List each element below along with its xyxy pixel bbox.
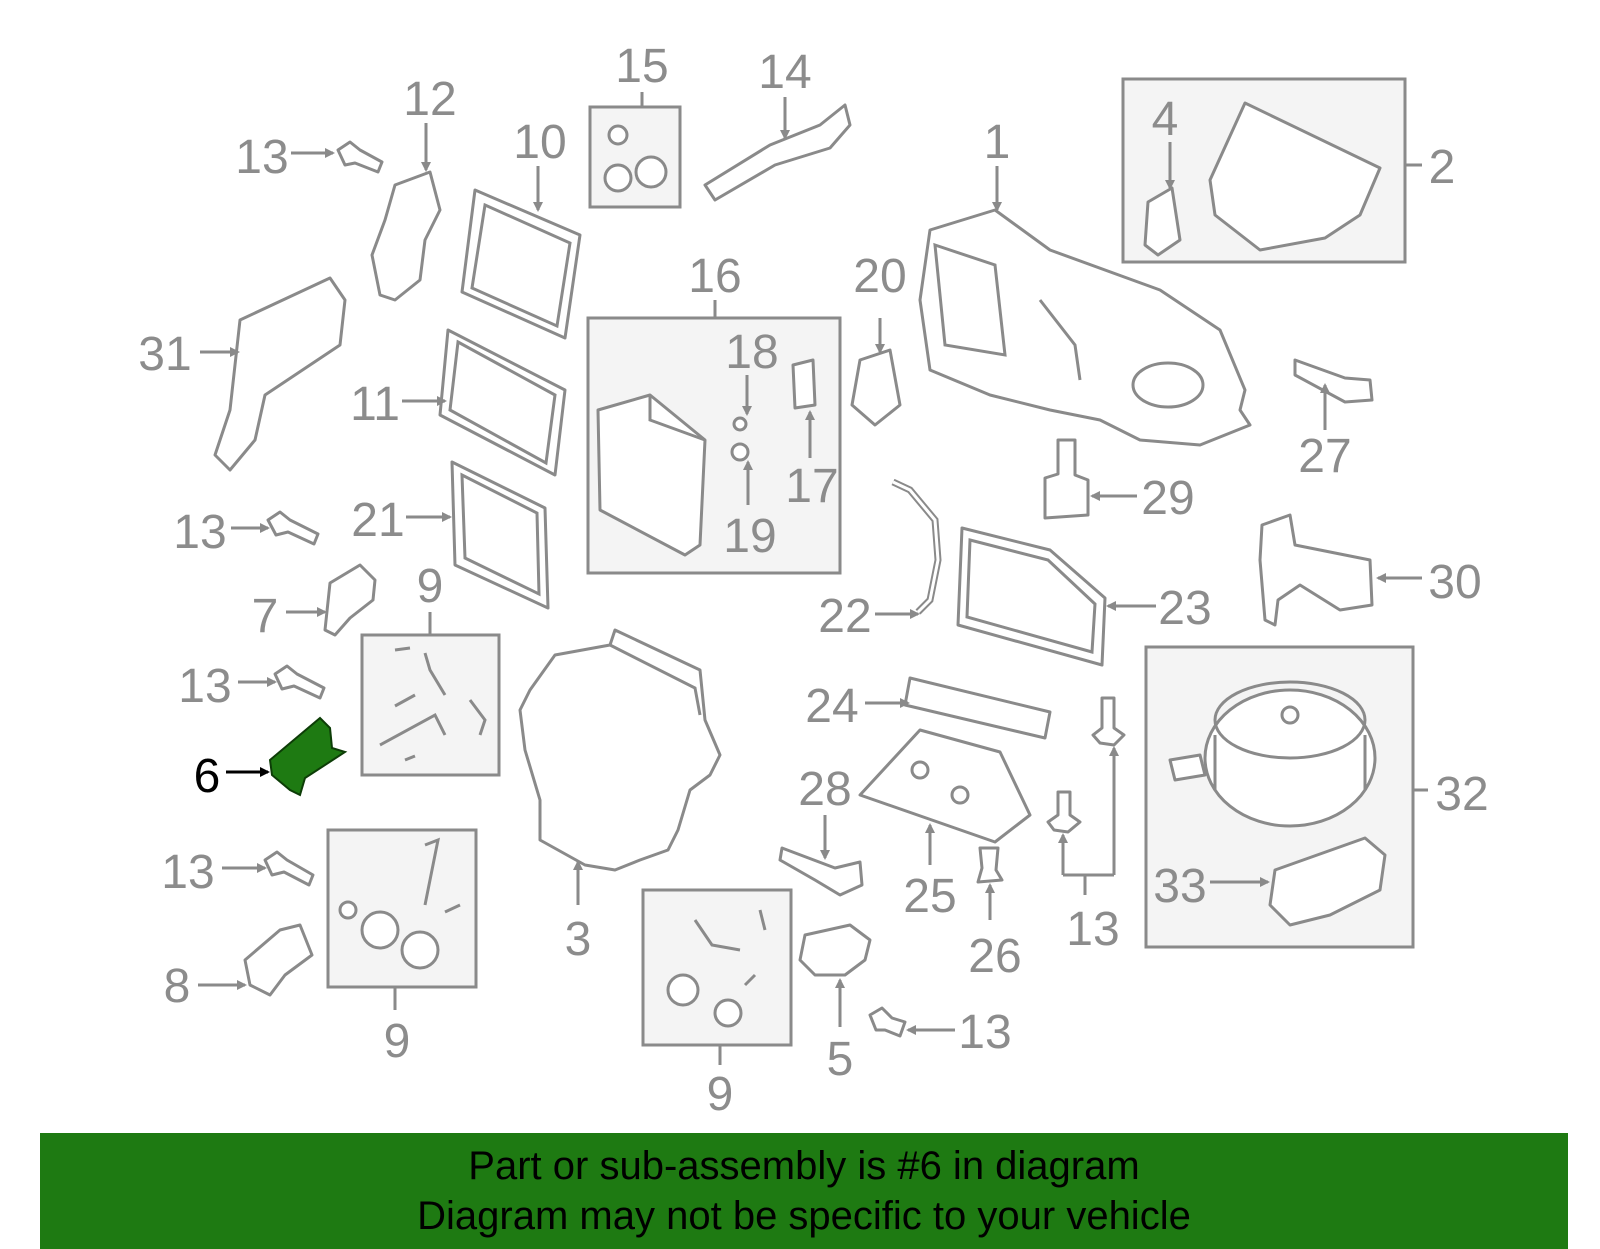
part-13-bolts-right xyxy=(1046,696,1126,834)
callout-15: 15 xyxy=(615,40,668,93)
callout-13-f: 13 xyxy=(958,1006,1011,1059)
part-2-duct xyxy=(1208,101,1382,252)
callout-11: 11 xyxy=(350,378,400,431)
callout-28: 28 xyxy=(798,763,851,816)
callout-13-c: 13 xyxy=(178,660,231,713)
part-14-pipe xyxy=(703,103,852,202)
callout-24: 24 xyxy=(805,680,858,733)
callout-numbers: 15 14 12 13 10 1 4 2 16 20 31 18 11 17 2… xyxy=(138,40,1488,1121)
part-20-actuator xyxy=(850,348,902,427)
callout-2: 2 xyxy=(1429,141,1456,194)
callout-17: 17 xyxy=(785,460,838,513)
part-10-evaporator xyxy=(460,188,582,340)
part-9-gears-left xyxy=(338,837,461,970)
callout-5: 5 xyxy=(827,1033,854,1086)
callout-13-a: 13 xyxy=(235,131,288,184)
part-1-housing xyxy=(918,208,1252,447)
callout-19: 19 xyxy=(723,510,776,563)
callout-13-b: 13 xyxy=(173,506,226,559)
callout-33: 33 xyxy=(1153,860,1206,913)
box-9-top xyxy=(360,633,501,777)
callout-9-b: 9 xyxy=(384,1015,411,1068)
part-32-blower xyxy=(1168,680,1377,828)
callout-1: 1 xyxy=(984,116,1011,169)
part-24-seal xyxy=(903,676,1052,740)
part-8-bracket xyxy=(243,923,314,997)
callout-22: 22 xyxy=(818,590,871,643)
callout-18: 18 xyxy=(725,326,778,379)
part-12-bracket xyxy=(370,170,442,302)
callout-13-d: 13 xyxy=(161,846,214,899)
part-28-sensor xyxy=(778,846,864,897)
part-5-actuator xyxy=(798,923,872,977)
part-27-sensor xyxy=(1293,358,1374,404)
callout-9-c: 9 xyxy=(707,1068,734,1121)
part-26-clip xyxy=(976,846,1004,884)
part-11-core xyxy=(438,328,567,477)
callout-32: 32 xyxy=(1435,768,1488,821)
banner-line-1: Part or sub-assembly is #6 in diagram xyxy=(468,1144,1140,1188)
part-29-bushing xyxy=(1043,438,1090,520)
part-9-gears-bottom xyxy=(666,909,767,1028)
callout-3: 3 xyxy=(565,913,592,966)
banner-line-2: Diagram may not be specific to your vehi… xyxy=(417,1194,1191,1238)
callout-23: 23 xyxy=(1158,582,1211,635)
part-3-housing xyxy=(518,628,722,872)
part-16-evap-core xyxy=(596,358,817,557)
callout-29: 29 xyxy=(1141,472,1194,525)
callout-9-a: 9 xyxy=(417,560,444,613)
leader-lines xyxy=(198,92,1428,1065)
part-7-actuator xyxy=(323,563,377,637)
part-15-seals xyxy=(603,124,668,193)
part-9-linkages-top xyxy=(379,646,487,762)
part-25-tray xyxy=(858,728,1032,844)
part-4-sensor xyxy=(1143,186,1182,257)
callout-14: 14 xyxy=(758,46,811,99)
callout-20: 20 xyxy=(853,250,906,303)
part-13-screw xyxy=(263,140,907,1038)
box-15 xyxy=(588,105,682,209)
callout-4: 4 xyxy=(1152,93,1179,146)
part-21-filter-frame xyxy=(450,460,550,610)
callout-31: 31 xyxy=(138,328,191,381)
callout-8: 8 xyxy=(164,960,191,1013)
part-33-resistor xyxy=(1268,836,1387,927)
info-banner: Part or sub-assembly is #6 in diagram Di… xyxy=(40,1133,1568,1249)
callout-30: 30 xyxy=(1428,556,1481,609)
part-23-filter xyxy=(956,526,1107,667)
callout-7: 7 xyxy=(252,590,279,643)
callout-27: 27 xyxy=(1298,430,1351,483)
callout-21: 21 xyxy=(351,494,404,547)
part-6-highlighted xyxy=(268,716,348,797)
callout-6: 6 xyxy=(194,750,221,803)
callout-12: 12 xyxy=(403,73,456,126)
callout-16: 16 xyxy=(688,250,741,303)
part-22-pipe xyxy=(891,478,942,615)
callout-25: 25 xyxy=(903,870,956,923)
callout-13-e: 13 xyxy=(1066,903,1119,956)
part-31-bracket xyxy=(213,276,347,472)
part-30-duct xyxy=(1258,513,1374,627)
callout-26: 26 xyxy=(968,930,1021,983)
callout-10: 10 xyxy=(513,116,566,169)
